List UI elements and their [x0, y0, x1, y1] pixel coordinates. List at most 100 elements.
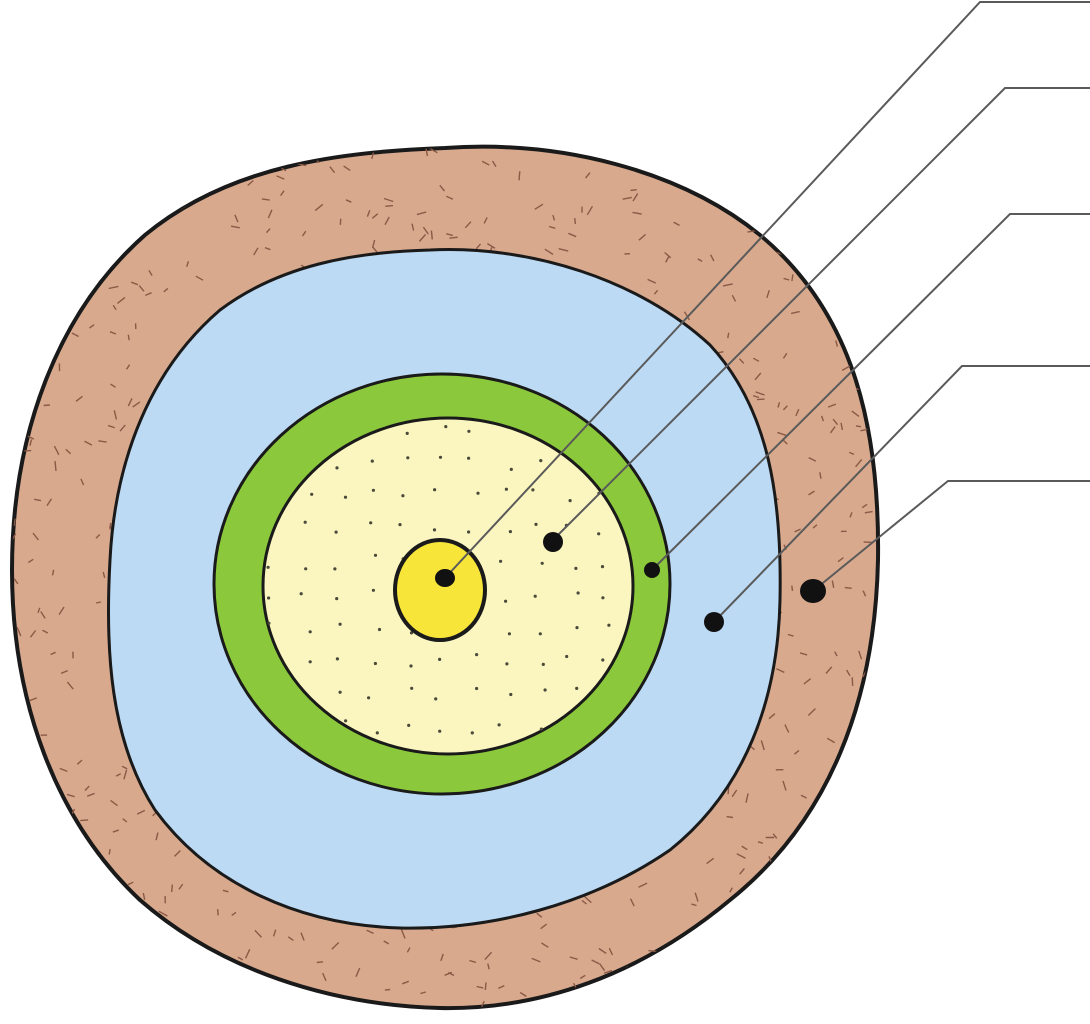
- texture-dash: [664, 255, 670, 263]
- texture-dash: [127, 398, 133, 407]
- texture-dash: [110, 799, 118, 807]
- texture-dash: [115, 934, 123, 943]
- texture-dash: [808, 456, 817, 462]
- texture-dash: [812, 524, 818, 529]
- texture-dash: [254, 929, 263, 938]
- texture-dash: [861, 146, 870, 148]
- texture-dash: [632, 211, 642, 215]
- texture-dash: [75, 234, 82, 239]
- texture-dash: [59, 767, 68, 773]
- texture-dash: [761, 908, 767, 916]
- texture-dash: [186, 261, 190, 267]
- texture-dash: [107, 424, 115, 429]
- texture-dash: [139, 153, 149, 161]
- texture-dash: [851, 916, 858, 922]
- texture-dash: [766, 289, 770, 299]
- texture-dash: [58, 606, 65, 615]
- texture-dash: [491, 160, 497, 168]
- texture-dash: [163, 287, 169, 293]
- texture-dash: [245, 975, 249, 982]
- core-dot: [407, 723, 411, 728]
- core-dot: [370, 459, 374, 463]
- texture-dash: [39, 307, 45, 311]
- core-dot: [533, 594, 537, 598]
- texture-dash: [491, 142, 497, 143]
- callout-line-green-ring: [651, 213, 1090, 571]
- texture-dash: [845, 669, 851, 677]
- texture-dash: [425, 148, 429, 157]
- texture-dash: [65, 448, 72, 455]
- texture-dash: [544, 248, 554, 255]
- texture-dash: [843, 748, 851, 754]
- texture-dash: [110, 383, 116, 388]
- core-dot: [335, 657, 339, 661]
- core-dot: [267, 596, 271, 600]
- core-dot: [467, 530, 471, 534]
- core-dot: [267, 621, 271, 625]
- texture-dash: [729, 887, 733, 893]
- texture-dash: [740, 969, 744, 978]
- texture-dash: [831, 917, 836, 928]
- core-dot: [538, 632, 542, 636]
- callout-line-outer-layer: [812, 480, 1090, 592]
- texture-dash: [44, 157, 52, 161]
- texture-dash: [19, 825, 25, 830]
- texture-dash: [237, 956, 244, 961]
- texture-dash: [591, 146, 600, 148]
- texture-dash: [783, 165, 790, 172]
- texture-dash: [851, 677, 854, 686]
- texture-dash: [77, 924, 83, 934]
- texture-dash: [195, 275, 204, 281]
- texture-dash: [782, 780, 787, 791]
- texture-dash: [855, 459, 863, 468]
- core-dot: [475, 686, 479, 691]
- texture-dash: [234, 214, 239, 223]
- texture-dash: [106, 874, 115, 881]
- marker-dot-center: [435, 569, 455, 587]
- texture-dash: [712, 925, 719, 935]
- texture-dash: [171, 884, 173, 893]
- texture-dash: [430, 230, 433, 240]
- core-dot: [310, 492, 314, 496]
- texture-dash: [864, 510, 873, 514]
- texture-dash: [66, 190, 71, 198]
- texture-dash: [104, 931, 109, 940]
- callout-lines: [444, 1, 1090, 623]
- core-dot: [444, 425, 448, 429]
- texture-dash: [108, 848, 111, 855]
- core-dot: [497, 723, 501, 727]
- texture-dash: [274, 989, 279, 996]
- texture-dash: [741, 845, 748, 851]
- texture-dash: [84, 785, 90, 791]
- texture-dash: [834, 160, 838, 169]
- texture-dash: [143, 149, 151, 156]
- texture-dash: [598, 947, 607, 954]
- core-dot: [375, 731, 379, 735]
- texture-dash: [761, 942, 768, 949]
- texture-dash: [72, 838, 81, 845]
- texture-dash: [846, 231, 849, 241]
- texture-dash: [153, 187, 156, 197]
- core-dot: [434, 697, 438, 701]
- texture-dash: [287, 936, 294, 941]
- texture-dash: [851, 211, 857, 216]
- texture-dash: [700, 974, 708, 979]
- core-dot: [338, 622, 342, 626]
- texture-dash: [25, 202, 36, 207]
- texture-dash: [647, 278, 657, 284]
- texture-dash: [60, 669, 68, 675]
- texture-dash: [754, 372, 762, 381]
- core-dot: [601, 596, 605, 600]
- core-dot: [476, 491, 480, 495]
- texture-dash: [38, 779, 46, 786]
- texture-dash: [29, 761, 35, 771]
- texture-dash: [783, 277, 790, 281]
- texture-dash: [850, 275, 854, 282]
- texture-dash: [29, 630, 37, 638]
- texture-dash: [54, 460, 57, 471]
- texture-dash: [727, 995, 738, 999]
- texture-dash: [119, 424, 126, 432]
- texture-dash: [484, 982, 487, 990]
- texture-dash: [109, 331, 117, 335]
